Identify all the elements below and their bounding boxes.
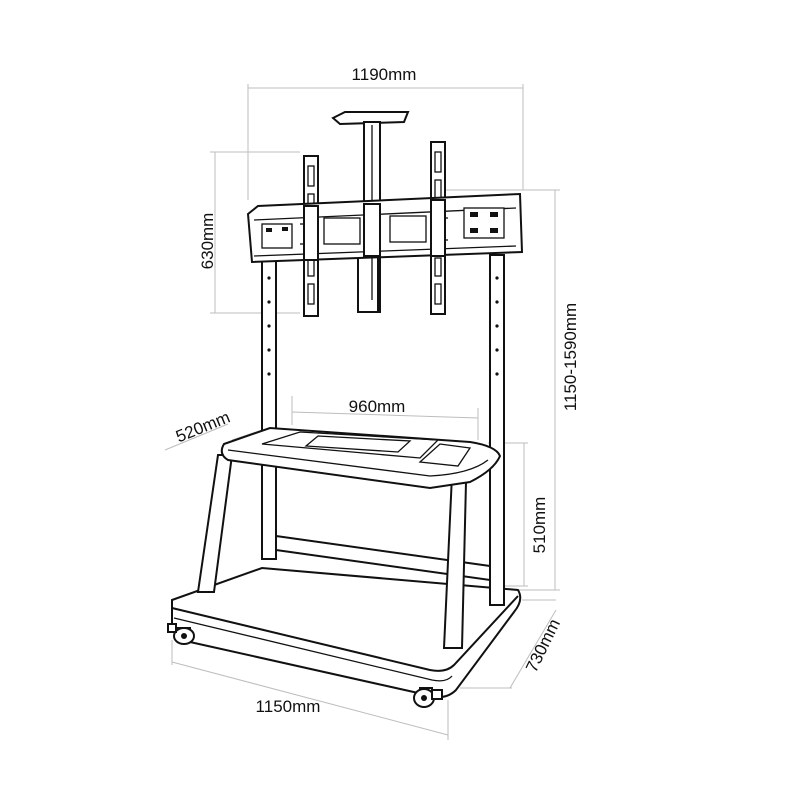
mounting-plate <box>246 192 524 264</box>
mount-height-label: 630mm <box>198 213 217 270</box>
caster-front-left <box>167 623 195 645</box>
total-height-label: 1150-1590mm <box>561 303 580 411</box>
camera-mount <box>331 111 410 313</box>
tray-height-label: 510mm <box>530 497 549 554</box>
base-plate <box>171 566 522 699</box>
tray-shelf <box>196 426 502 649</box>
tray-depth-label: 520mm <box>173 407 233 446</box>
caster-front-right <box>413 687 443 708</box>
tray-width-label: 960mm <box>349 397 406 416</box>
top-width-label: 1190mm <box>352 65 417 84</box>
caster-wheels <box>167 623 443 708</box>
dimension-labels: 1190mm 630mm 1150-1590mm 960mm 520mm 510… <box>173 65 580 716</box>
upright-poles <box>261 254 505 606</box>
base-depth-label: 730mm <box>522 616 564 675</box>
base-width-label: 1150mm <box>256 697 321 716</box>
